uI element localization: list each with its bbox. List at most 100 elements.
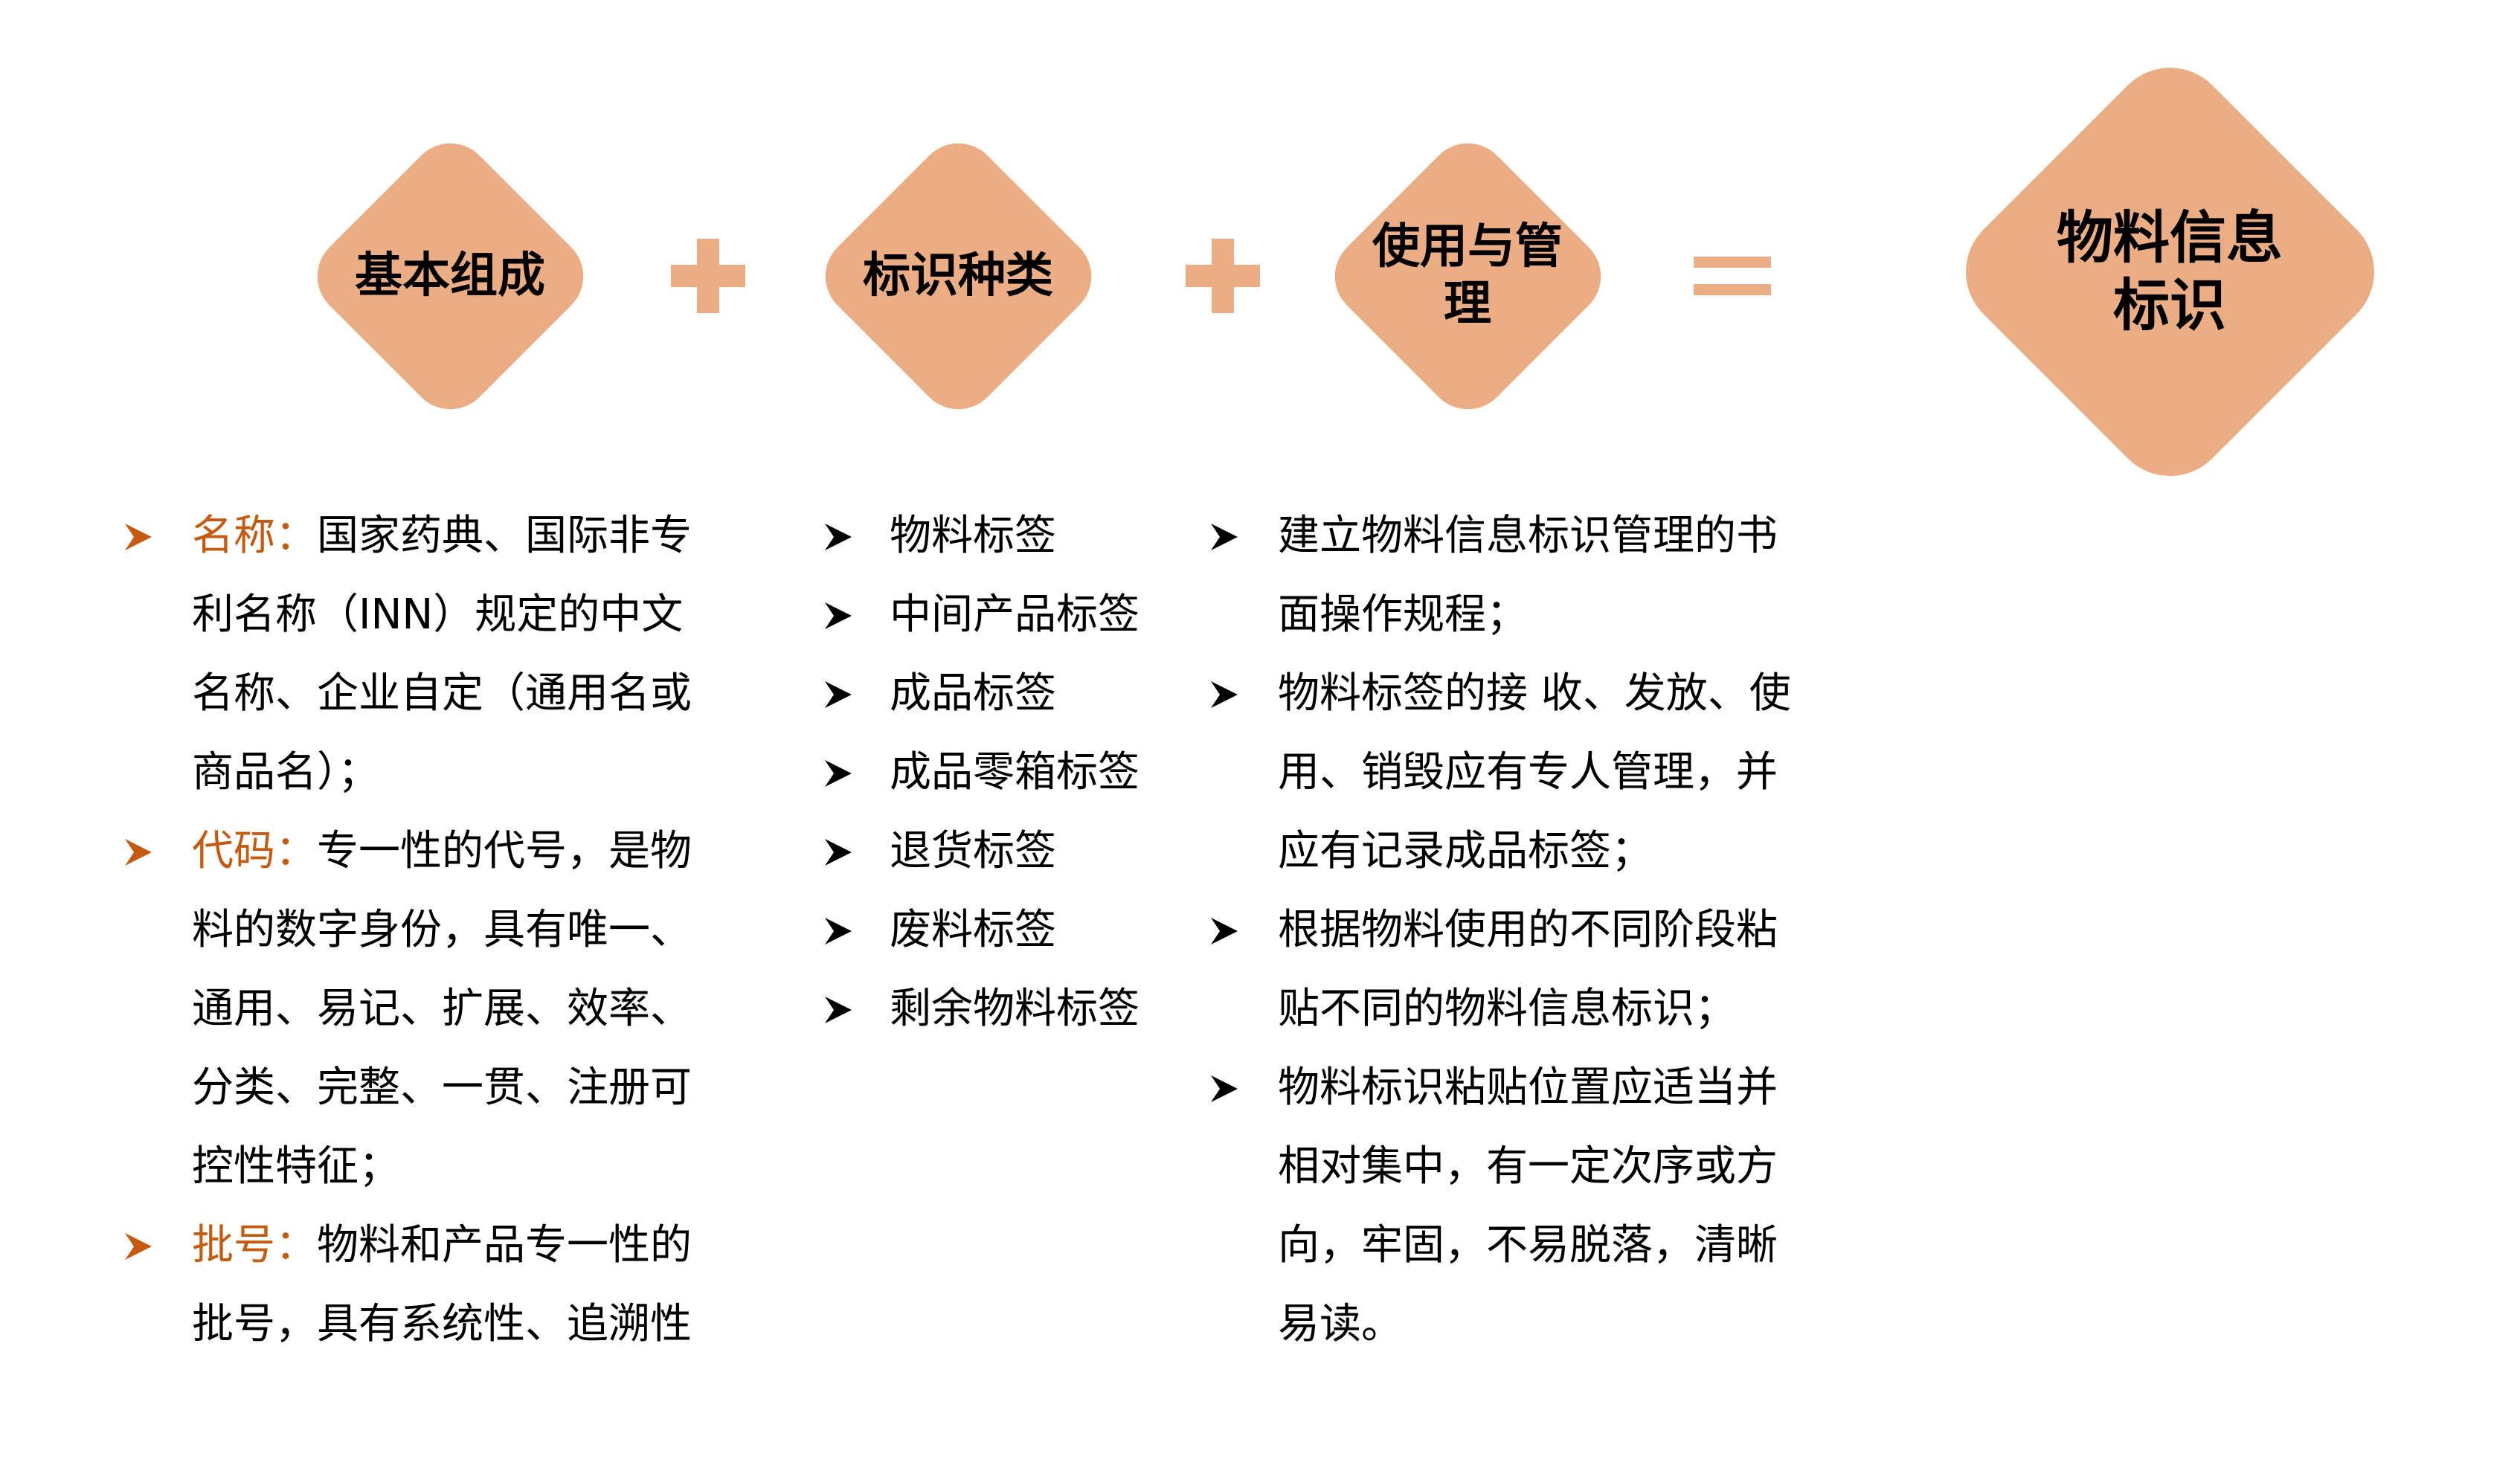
list-line: 控性特征； [192,1127,692,1206]
list-line: 批号：物料和产品专一性的 [192,1206,692,1285]
item-text: 物料标识粘贴位置应适当并 [1278,1063,1778,1112]
arrow-bullet-icon [825,839,852,866]
item-keyword: 名称： [192,512,317,560]
arrow-bullet-icon [825,997,852,1023]
list-line: 向，牢固，不易脱落，清晰 [1278,1206,1791,1285]
column-composition: 名称：国家药典、国际非专利名称（INN）规定的中文名称、企业自定（通用名或商品名… [125,497,692,1364]
item-text: 面操作规程； [1278,591,1528,639]
arrow-bullet-icon [825,681,852,708]
list-item: 退货标签 [825,812,1140,891]
item-text: 中间产品标签 [890,591,1140,639]
item-text: 相对集中，有一定次序或方 [1278,1142,1778,1191]
item-text: 名称、企业自定（通用名或 [192,669,692,718]
list-line: 利名称（INN）规定的中文 [192,576,692,654]
list-line: 废料标签 [890,891,1140,970]
list-line: 批号，具有系统性、追溯性 [192,1285,692,1364]
plus-icon [671,239,745,313]
item-text: 物料标签的接 收、发放、使 [1278,669,1791,718]
item-text: 商品名）； [192,748,379,797]
list-item: 物料标签的接 收、发放、使用、销毁应有专人管理，并应有记录成品标签； [1211,654,1791,891]
item-text: 向，牢固，不易脱落，清晰 [1278,1221,1778,1270]
item-text: 国家药典、国际非专 [317,512,692,560]
list-line: 物料标签 [890,497,1140,576]
list-line: 用、销毁应有专人管理，并 [1278,733,1791,812]
list-item: 批号：物料和产品专一性的批号，具有系统性、追溯性 [125,1206,692,1364]
item-text: 物料标签 [890,512,1056,560]
arrow-bullet-icon [825,760,852,787]
diamond-usage-management: 使用与管理 [1317,126,1618,426]
equals-icon [1694,257,1771,295]
list-line: 料的数字身份，具有唯一、 [192,891,692,970]
item-text: 根据物料使用的不同阶段粘 [1278,906,1778,954]
arrow-bullet-icon [1211,681,1238,708]
diamond-label: 标识种类 [863,248,1053,303]
arrow-bullet-icon [825,524,852,550]
list-line: 根据物料使用的不同阶段粘 [1278,891,1791,970]
list-line: 应有记录成品标签； [1278,812,1791,891]
list-item: 废料标签 [825,891,1140,970]
list-line: 建立物料信息标识管理的书 [1278,497,1791,576]
item-text: 易读。 [1278,1300,1403,1348]
list-line: 相对集中，有一定次序或方 [1278,1127,1791,1206]
item-text: 分类、完整、一贯、注册可 [192,1063,692,1112]
column-label-types: 物料标签中间产品标签成品标签成品零箱标签退货标签废料标签剩余物料标签 [825,497,1140,1049]
item-text: 成品标签 [890,669,1056,718]
item-text: 通用、易记、扩展、效率、 [192,985,692,1033]
list-line: 名称、企业自定（通用名或 [192,654,692,733]
item-text: 贴不同的物料信息标识； [1278,985,1736,1033]
list-item: 建立物料信息标识管理的书面操作规程； [1211,497,1791,654]
arrow-bullet-icon [825,918,852,945]
arrow-bullet-icon [1211,1075,1238,1102]
item-text: 成品零箱标签 [890,748,1140,797]
list-item: 中间产品标签 [825,576,1140,654]
arrow-bullet-icon [825,602,852,629]
diamond-basic-composition: 基本组成 [300,126,600,426]
list-line: 通用、易记、扩展、效率、 [192,970,692,1049]
item-text: 控性特征； [192,1142,400,1191]
list-item: 根据物料使用的不同阶段粘贴不同的物料信息标识； [1211,891,1791,1049]
diamond-label-types: 标识种类 [808,126,1108,426]
list-line: 剩余物料标签 [890,970,1140,1049]
diamond-result: 物料信息标识 [1939,41,2400,502]
diamond-label: 物料信息标识 [2057,204,2283,338]
list-item: 名称：国家药典、国际非专利名称（INN）规定的中文名称、企业自定（通用名或商品名… [125,497,692,812]
list-line: 成品零箱标签 [890,733,1140,812]
item-text: 料的数字身份，具有唯一、 [192,906,692,954]
list-item: 剩余物料标签 [825,970,1140,1049]
item-text: 利名称（INN）规定的中文 [192,591,684,639]
list-item: 成品零箱标签 [825,733,1140,812]
item-text: 专一性的代号，是物 [317,827,692,875]
diamond-label: 基本组成 [355,248,545,303]
list-item: 物料标签 [825,497,1140,576]
item-keyword: 代码： [192,827,317,875]
list-item: 代码：专一性的代号，是物料的数字身份，具有唯一、通用、易记、扩展、效率、分类、完… [125,812,692,1206]
item-text: 用、销毁应有专人管理，并 [1278,748,1778,797]
arrow-bullet-icon [1211,524,1238,550]
plus-icon [1186,239,1260,313]
list-line: 名称：国家药典、国际非专 [192,497,692,576]
list-line: 面操作规程； [1278,576,1791,654]
item-keyword: 批号： [192,1221,317,1270]
arrow-bullet-icon [1211,918,1238,945]
list-line: 中间产品标签 [890,576,1140,654]
item-text: 退货标签 [890,827,1056,875]
list-line: 物料标识粘贴位置应适当并 [1278,1049,1791,1127]
list-line: 成品标签 [890,654,1140,733]
column-management: 建立物料信息标识管理的书面操作规程；物料标签的接 收、发放、使用、销毁应有专人管… [1211,497,1791,1364]
arrow-bullet-icon [125,839,152,866]
diamond-label: 使用与管理 [1372,219,1563,332]
list-line: 物料标签的接 收、发放、使 [1278,654,1791,733]
arrow-bullet-icon [125,524,152,550]
item-text: 批号，具有系统性、追溯性 [192,1300,692,1348]
item-text: 应有记录成品标签； [1278,827,1653,875]
item-text: 建立物料信息标识管理的书 [1278,512,1778,560]
list-line: 易读。 [1278,1285,1791,1364]
list-line: 贴不同的物料信息标识； [1278,970,1791,1049]
item-text: 剩余物料标签 [890,985,1140,1033]
item-text: 物料和产品专一性的 [317,1221,692,1270]
list-line: 退货标签 [890,812,1140,891]
arrow-bullet-icon [125,1233,152,1260]
list-line: 代码：专一性的代号，是物 [192,812,692,891]
list-line: 商品名）； [192,733,692,812]
list-line: 分类、完整、一贯、注册可 [192,1049,692,1127]
